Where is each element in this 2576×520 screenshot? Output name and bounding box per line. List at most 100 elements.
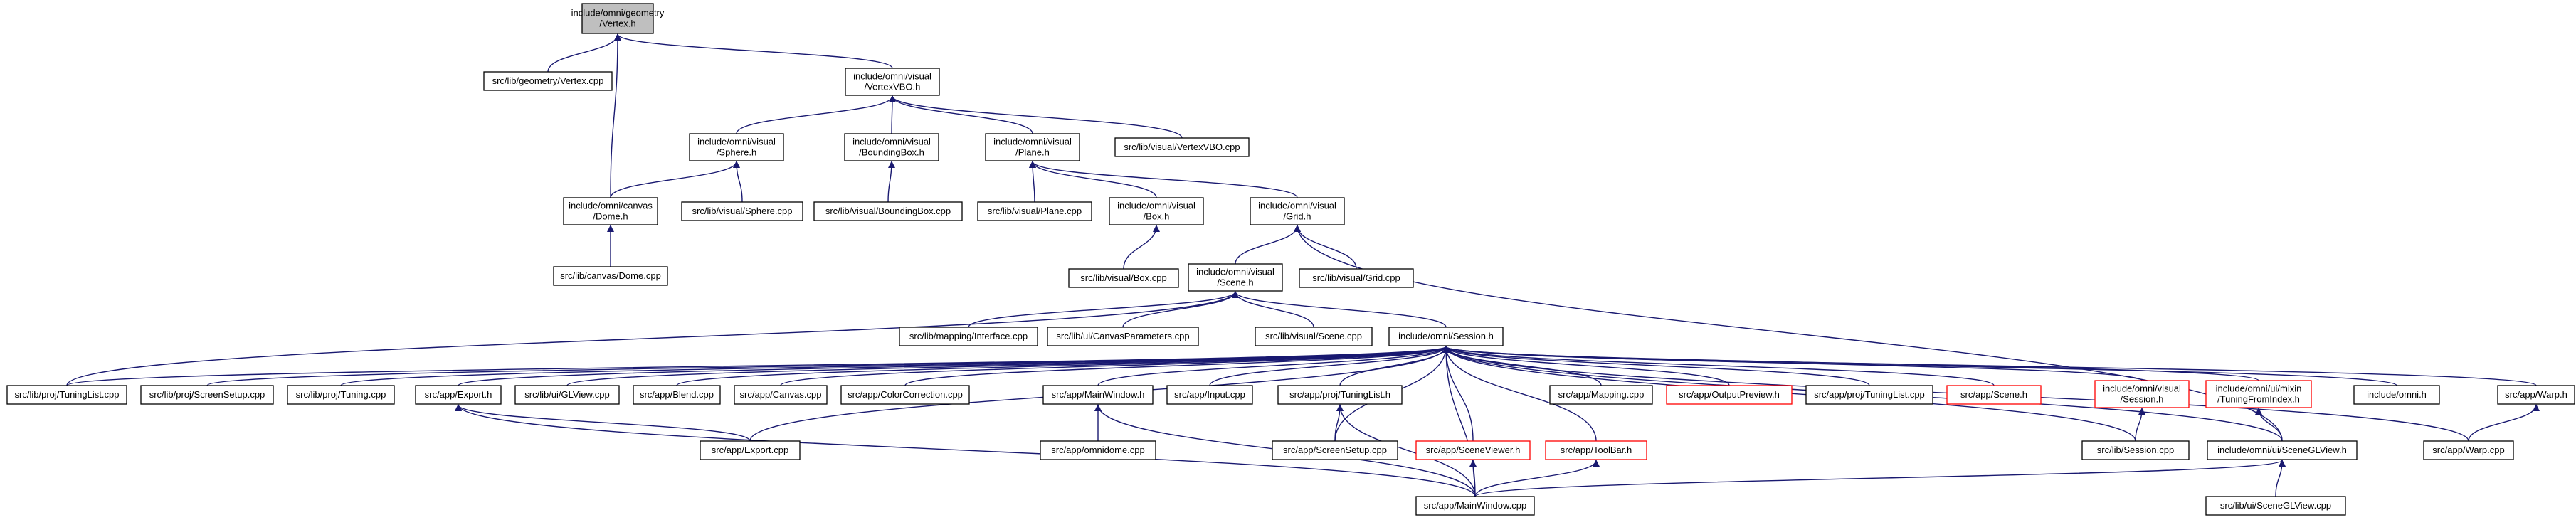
node-box-cpp[interactable]: src/lib/visual/Box.cpp	[1068, 268, 1179, 288]
node-mapping-cpp[interactable]: src/app/Mapping.cpp	[1549, 385, 1653, 405]
node-plane-h[interactable]: include/omni/visual/Plane.h	[985, 133, 1080, 161]
node-tuningfromindex-h[interactable]: include/omni/ui/mixin/TuningFromIndex.h	[2205, 380, 2312, 408]
edge-dome_h-to-sphere_h	[610, 161, 740, 198]
node-app-scene-h[interactable]: src/app/Scene.h	[1946, 385, 2042, 405]
node-screensetup-app-cpp[interactable]: src/app/ScreenSetup.cpp	[1272, 440, 1398, 460]
node-outputpreview-h[interactable]: src/app/OutputPreview.h	[1666, 385, 1793, 405]
node-label: include/omni/canvas	[569, 201, 653, 211]
edge-mainwindow_cpp-to-sceneviewer_h	[1469, 460, 1477, 497]
node-mainwindow-cpp[interactable]: src/app/MainWindow.cpp	[1415, 496, 1535, 516]
node-label: /Sphere.h	[717, 147, 756, 158]
edge-app_tuninglist_cpp-to-session_h	[1442, 346, 1870, 386]
edge-scene_h-to-grid_h	[1235, 225, 1301, 265]
node-box	[6, 385, 127, 405]
node-vertexvbo-h[interactable]: include/omni/visual/VertexVBO.h	[845, 68, 940, 96]
node-label: src/lib/proj/Tuning.cpp	[296, 389, 386, 400]
node-mainwindow-h[interactable]: src/app/MainWindow.h	[1042, 385, 1154, 405]
node-sceneglview-h[interactable]: include/omni/ui/SceneGLView.h	[2207, 440, 2358, 460]
node-box	[1549, 385, 1653, 405]
node-box	[840, 385, 970, 405]
node-export-h[interactable]: src/app/Export.h	[415, 385, 502, 405]
node-warp-cpp[interactable]: src/app/Warp.cpp	[2423, 440, 2514, 460]
node-label: include/omni/visual	[2103, 383, 2181, 394]
node-label: src/lib/visual/Scene.cpp	[1265, 331, 1362, 341]
node-box	[1545, 440, 1647, 460]
node-box	[1277, 385, 1403, 405]
node-box	[1114, 137, 1250, 157]
node-dome-h[interactable]: include/omni/canvas/Dome.h	[563, 197, 658, 225]
node-export-cpp[interactable]: src/app/Export.cpp	[700, 440, 801, 460]
node-box-h[interactable]: include/omni/visual/Box.h	[1109, 197, 1204, 225]
node-label: include/omni/visual	[993, 137, 1072, 147]
node-label: src/app/ToolBar.h	[1561, 445, 1632, 455]
node-toolbar-h[interactable]: src/app/ToolBar.h	[1545, 440, 1647, 460]
node-tuning-cpp[interactable]: src/lib/proj/Tuning.cpp	[287, 385, 395, 405]
node-blend-cpp[interactable]: src/app/Blend.cpp	[633, 385, 721, 405]
node-sceneglview-cpp[interactable]: src/lib/ui/SceneGLView.cpp	[2205, 496, 2346, 516]
node-boundingbox-cpp[interactable]: src/lib/visual/BoundingBox.cpp	[813, 201, 963, 221]
node-vertex-h[interactable]: include/omni/geometry/Vertex.h	[571, 3, 665, 34]
node-dome-cpp[interactable]: src/lib/canvas/Dome.cpp	[553, 266, 668, 286]
node-boundingbox-h[interactable]: include/omni/visual/BoundingBox.h	[844, 133, 939, 161]
node-label: src/lib/geometry/Vertex.cpp	[492, 75, 604, 86]
node-vertexvbo-cpp[interactable]: src/lib/visual/VertexVBO.cpp	[1114, 137, 1250, 157]
node-vertex-cpp[interactable]: src/lib/geometry/Vertex.cpp	[483, 71, 613, 91]
node-glview-cpp[interactable]: src/lib/ui/GLView.cpp	[514, 385, 620, 405]
edges	[66, 33, 2540, 497]
node-warp-h[interactable]: src/app/Warp.h	[2497, 385, 2575, 405]
node-box	[813, 201, 963, 221]
node-label: include/omni/Session.h	[1398, 331, 1494, 341]
node-label: src/lib/visual/Grid.cpp	[1312, 272, 1400, 283]
node-session-cpp[interactable]: src/lib/Session.cpp	[2081, 440, 2190, 460]
node-label: /TuningFromIndex.h	[2217, 394, 2300, 405]
node-label: src/lib/ui/SceneGLView.cpp	[2220, 500, 2331, 511]
edge-mapping_cpp-to-session_h	[1442, 346, 1602, 386]
node-ui-session-h[interactable]: include/omni/visual/Session.h	[2094, 380, 2190, 408]
node-box	[514, 385, 620, 405]
node-box	[977, 201, 1092, 221]
node-box	[985, 133, 1080, 161]
node-label: src/app/OutputPreview.h	[1679, 389, 1780, 400]
node-box	[681, 201, 803, 221]
node-sceneviewer-h[interactable]: src/app/SceneViewer.h	[1415, 440, 1531, 460]
node-sphere-cpp[interactable]: src/lib/visual/Sphere.cpp	[681, 201, 803, 221]
node-input-cpp[interactable]: src/app/Input.cpp	[1166, 385, 1253, 405]
node-label: src/app/proj/TuningList.h	[1289, 389, 1390, 400]
node-grid-h[interactable]: include/omni/visual/Grid.h	[1250, 197, 1345, 225]
node-box	[1388, 327, 1504, 346]
node-label: include/omni/visual	[697, 137, 776, 147]
edge-sceneglview_h-to-tuningfromindex_h	[2255, 408, 2283, 442]
node-box	[844, 133, 939, 161]
node-colorcorr-cpp[interactable]: src/app/ColorCorrection.cpp	[840, 385, 970, 405]
node-scene-h[interactable]: include/omni/visual/Scene.h	[1188, 263, 1283, 292]
node-box	[140, 385, 274, 405]
node-label: src/app/Canvas.cpp	[740, 389, 822, 400]
edge-sceneviewer_h-to-session_h	[1442, 346, 1474, 442]
node-label: src/lib/visual/BoundingBox.cpp	[825, 206, 951, 216]
node-app-tuninglist-h[interactable]: src/app/proj/TuningList.h	[1277, 385, 1403, 405]
node-proj-tuninglist-cpp[interactable]: src/lib/proj/TuningList.cpp	[6, 385, 127, 405]
node-canvasparams-cpp[interactable]: src/lib/ui/CanvasParameters.cpp	[1047, 327, 1199, 346]
node-screensetup-lib-cpp[interactable]: src/lib/proj/ScreenSetup.cpp	[140, 385, 274, 405]
node-box	[483, 71, 613, 91]
node-box	[2353, 385, 2440, 405]
node-app-tuninglist-cpp[interactable]: src/app/proj/TuningList.cpp	[1805, 385, 1933, 405]
edge-vertex_cpp-to-vertex_h	[547, 33, 621, 73]
node-box	[2205, 496, 2346, 516]
node-label: src/app/Warp.cpp	[2432, 445, 2504, 455]
edge-outputpreview_h-to-session_h	[1442, 346, 1730, 386]
nodes: include/omni/geometry/Vertex.h src/lib/ge…	[6, 3, 2575, 516]
node-scene-cpp[interactable]: src/lib/visual/Scene.cpp	[1255, 327, 1373, 346]
node-session-h[interactable]: include/omni/Session.h	[1388, 327, 1504, 346]
node-omni-h[interactable]: include/omni.h	[2353, 385, 2440, 405]
node-box	[287, 385, 395, 405]
node-interface-cpp[interactable]: src/lib/mapping/Interface.cpp	[899, 327, 1038, 346]
node-omnidome-cpp[interactable]: src/app/omnidome.cpp	[1040, 440, 1156, 460]
node-label: src/app/proj/TuningList.cpp	[1814, 389, 1925, 400]
edge-grid_h-to-plane_h	[1029, 161, 1298, 198]
node-grid-cpp[interactable]: src/lib/visual/Grid.cpp	[1299, 268, 1414, 288]
node-sphere-h[interactable]: include/omni/visual/Sphere.h	[689, 133, 784, 161]
node-canvas-cpp[interactable]: src/app/Canvas.cpp	[734, 385, 828, 405]
node-box	[1068, 268, 1179, 288]
node-plane-cpp[interactable]: src/lib/visual/Plane.cpp	[977, 201, 1092, 221]
